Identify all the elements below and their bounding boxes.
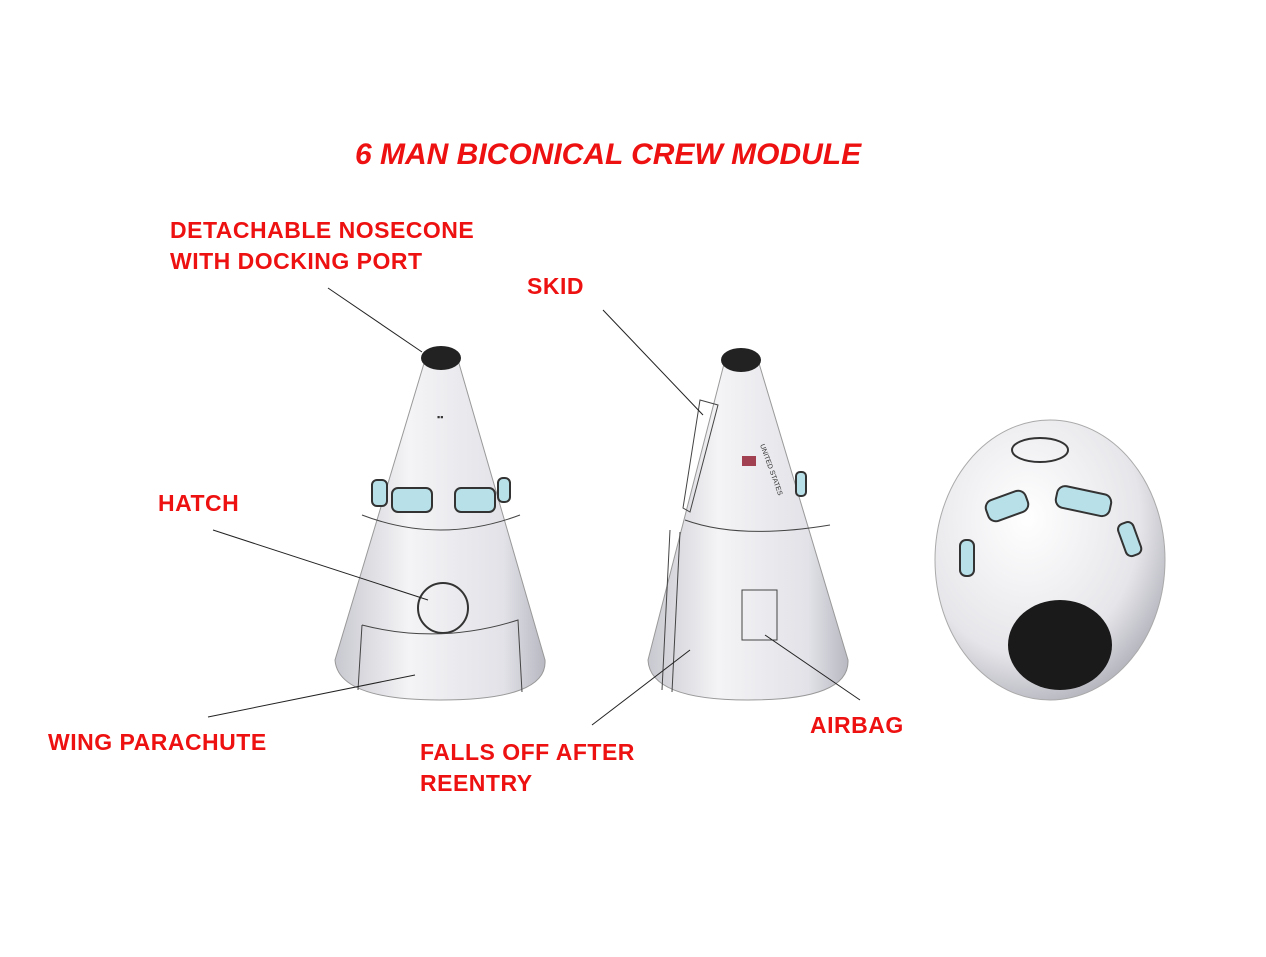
label-falls-off: FALLS OFF AFTER REENTRY [420,737,635,799]
svg-text:▪▪: ▪▪ [437,412,443,422]
nosecone-docking-port [721,348,761,372]
label-nosecone: DETACHABLE NOSECONE WITH DOCKING PORT [170,215,474,277]
label-falls-off-line1: FALLS OFF AFTER [420,739,635,765]
label-nosecone-line1: DETACHABLE NOSECONE [170,217,475,243]
module-side-view-middle: UNITED STATES [647,348,849,701]
label-falls-off-line2: REENTRY [420,770,533,796]
label-skid: SKID [527,273,584,299]
skid [682,399,719,513]
module-top-view [934,419,1166,701]
leader-lines [207,287,861,726]
nosecone-docking-port [1008,600,1112,690]
label-hatch: HATCH [158,490,240,516]
hatch [417,582,469,634]
nosecone-docking-port [421,346,461,370]
module-side-view-left: ▪▪ [334,346,546,701]
label-wing-parachute: WING PARACHUTE [48,729,267,755]
diagram-title: 6 MAN BICONICAL CREW MODULE [355,138,862,171]
wing-parachute-panel [357,619,523,693]
airbag-panel [741,589,778,641]
label-airbag: AIRBAG [810,712,904,738]
label-nosecone-line2: WITH DOCKING PORT [170,248,423,274]
